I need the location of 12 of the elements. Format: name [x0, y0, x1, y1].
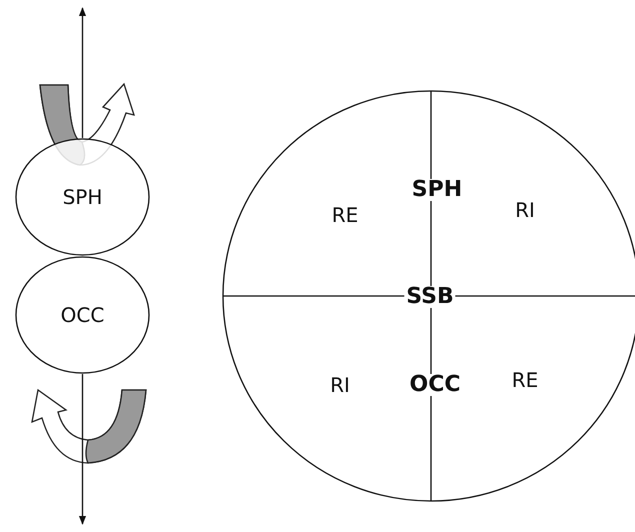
arrow — [78, 374, 86, 525]
bone-label: OCC — [60, 303, 104, 327]
bone-label: SPH — [62, 185, 102, 209]
bone-circle — [15, 138, 150, 256]
bone-label: OCC — [408, 374, 462, 396]
quadrant-label: RE — [332, 203, 358, 227]
quadrant-label: RI — [330, 373, 350, 397]
quadrant-label: RE — [512, 368, 538, 392]
bone-label: SSB — [404, 286, 456, 308]
circle-diagram — [222, 90, 635, 502]
quadrant-label: RI — [515, 198, 535, 222]
bone-circle — [15, 256, 150, 374]
